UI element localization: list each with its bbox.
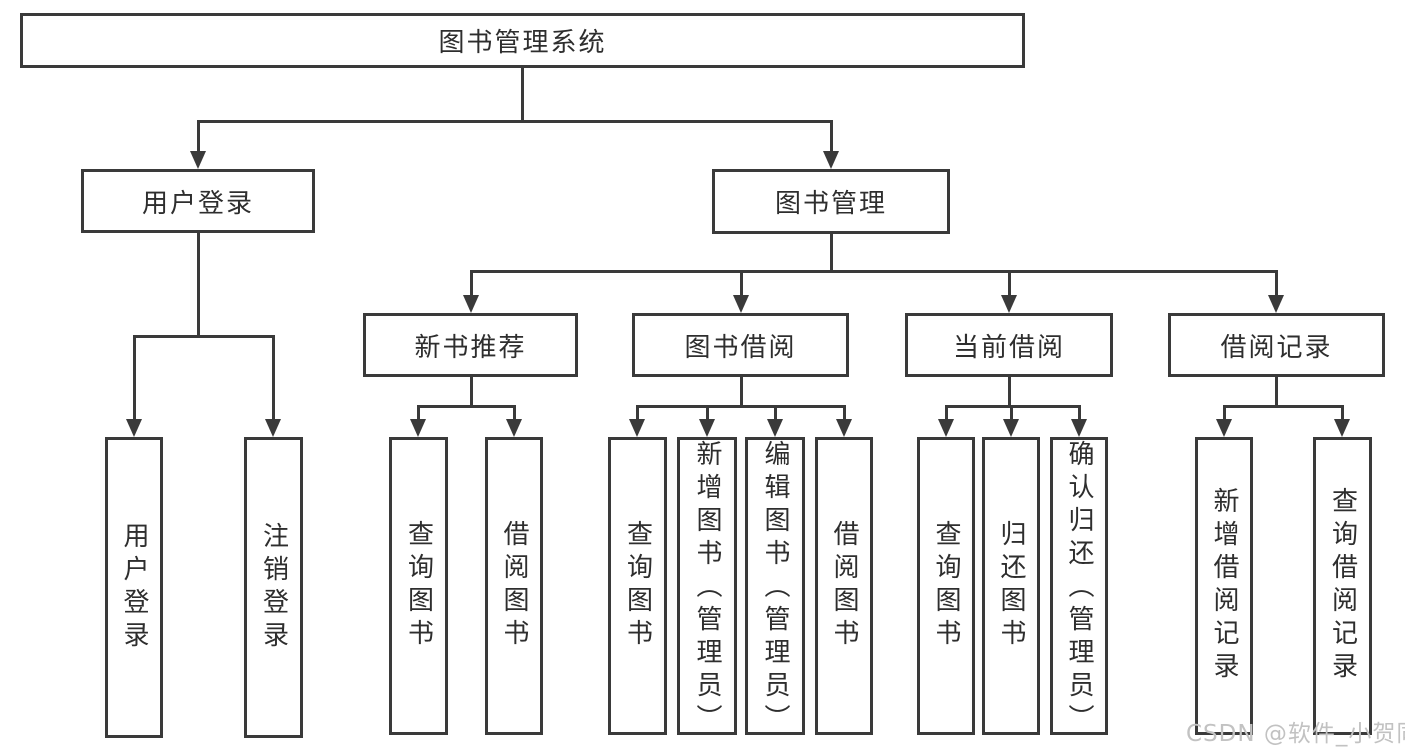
connector-l3-drop bbox=[470, 270, 473, 298]
connector-leaf-drop bbox=[945, 405, 948, 422]
node-new-book-recommend: 新书推荐 bbox=[363, 313, 578, 377]
arrow-down-icon bbox=[836, 419, 852, 437]
node-current-borrow: 当前借阅 bbox=[905, 313, 1113, 377]
node-borrow-records: 借阅记录 bbox=[1168, 313, 1385, 377]
connector-borrow-bus bbox=[636, 405, 845, 408]
connector-mgmt-drop bbox=[830, 120, 833, 154]
arrow-down-icon bbox=[1071, 419, 1087, 437]
connector-leaf-drop bbox=[774, 405, 777, 422]
leaf-add-borrow-record: 新增借阅记录 bbox=[1195, 437, 1253, 735]
connector-mgmt-stem bbox=[830, 233, 833, 272]
arrow-down-icon bbox=[1334, 419, 1350, 437]
connector-records-bus bbox=[1223, 405, 1343, 408]
connector-current-stem bbox=[1008, 376, 1011, 407]
leaf-confirm-return-admin: 确认归还（管理员） bbox=[1050, 437, 1108, 735]
connector-leaf-drop bbox=[1341, 405, 1344, 422]
connector-leaf-drop bbox=[1223, 405, 1226, 422]
arrow-down-icon bbox=[190, 151, 206, 169]
connector-borrow-stem bbox=[740, 376, 743, 407]
node-user-login: 用户登录 bbox=[81, 169, 315, 233]
arrow-down-icon bbox=[629, 419, 645, 437]
connector-l3-drop bbox=[740, 270, 743, 298]
node-root-library-system: 图书管理系统 bbox=[20, 13, 1025, 68]
connector-login-bus bbox=[133, 335, 274, 338]
csdn-watermark: CSDN @软件_小贺同学 bbox=[1186, 721, 1405, 747]
arrow-down-icon bbox=[126, 419, 142, 437]
arrow-down-icon bbox=[938, 419, 954, 437]
arrow-down-icon bbox=[1216, 419, 1232, 437]
connector-l3-drop bbox=[1008, 270, 1011, 298]
connector-l3-drop bbox=[1275, 270, 1278, 298]
arrow-down-icon bbox=[767, 419, 783, 437]
leaf-borrow-books: 借阅图书 bbox=[485, 437, 543, 735]
arrow-down-icon bbox=[506, 419, 522, 437]
leaf-add-books-admin: 新增图书（管理员） bbox=[677, 437, 737, 735]
connector-records-stem bbox=[1275, 376, 1278, 407]
leaf-query-books: 查询图书 bbox=[608, 437, 667, 735]
connector-leaf-drop bbox=[706, 405, 709, 422]
arrow-down-icon bbox=[1268, 295, 1284, 313]
leaf-query-books: 查询图书 bbox=[389, 437, 448, 735]
arrow-down-icon bbox=[699, 419, 715, 437]
arrow-down-icon bbox=[463, 295, 479, 313]
arrow-down-icon bbox=[1001, 295, 1017, 313]
connector-leaf-drop bbox=[636, 405, 639, 422]
connector-leaf-drop bbox=[843, 405, 846, 422]
leaf-user-login: 用户登录 bbox=[105, 437, 163, 738]
connector-login-drop bbox=[197, 120, 200, 154]
leaf-query-borrow-record: 查询借阅记录 bbox=[1313, 437, 1372, 735]
connector-leaf-drop bbox=[1078, 405, 1081, 422]
leaf-logout: 注销登录 bbox=[244, 437, 303, 738]
connector-login-stem bbox=[197, 232, 200, 338]
connector-leaf-drop bbox=[1010, 405, 1013, 422]
connector-leaf-drop bbox=[133, 335, 136, 422]
arrow-down-icon bbox=[733, 295, 749, 313]
leaf-return-books: 归还图书 bbox=[982, 437, 1040, 735]
arrow-down-icon bbox=[265, 419, 281, 437]
connector-mgmt-bus bbox=[470, 270, 1277, 273]
connector-root-stem bbox=[521, 67, 524, 123]
leaf-query-books: 查询图书 bbox=[917, 437, 975, 735]
connector-leaf-drop bbox=[513, 405, 516, 422]
connector-leaf-drop bbox=[417, 405, 420, 422]
arrow-down-icon bbox=[410, 419, 426, 437]
leaf-edit-books-admin: 编辑图书（管理员） bbox=[745, 437, 805, 735]
arrow-down-icon bbox=[823, 151, 839, 169]
arrow-down-icon bbox=[1003, 419, 1019, 437]
leaf-borrow-books: 借阅图书 bbox=[815, 437, 873, 735]
node-book-management: 图书管理 bbox=[712, 169, 950, 234]
connector-newbook-stem bbox=[470, 376, 473, 407]
connector-newbook-bus bbox=[417, 405, 515, 408]
node-book-borrow: 图书借阅 bbox=[632, 313, 849, 377]
connector-leaf-drop bbox=[272, 335, 275, 422]
connector-root-bus bbox=[197, 120, 833, 123]
